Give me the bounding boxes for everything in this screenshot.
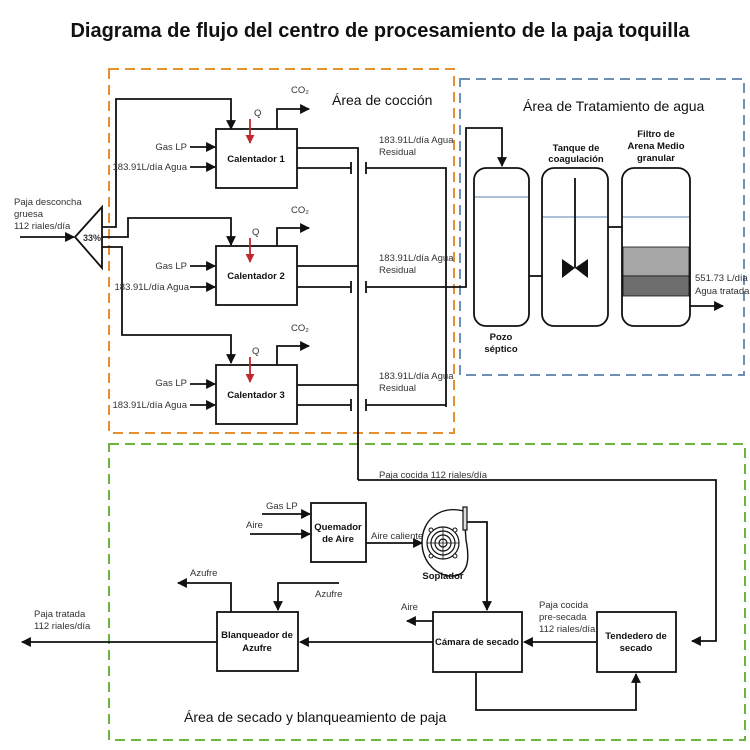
drying-rack: Tendedero de secado <box>596 611 677 673</box>
area-secado-border <box>108 443 746 741</box>
heater-2-co2-arrow <box>276 223 310 246</box>
bleacher-label-line1: Blanqueador de <box>221 630 293 641</box>
splitter-label: 33% <box>83 233 101 243</box>
residual-2-label-line2: Residual <box>379 265 416 276</box>
sulfur-out-label: Azufre <box>190 568 217 579</box>
chamber-air-label: Aire <box>401 602 418 613</box>
septic-tank: Pozo séptico <box>473 167 530 355</box>
sulfur-bleacher: Blanqueador de Azufre <box>216 611 299 672</box>
filter-label-line2: Arena Medio <box>627 141 684 152</box>
heater-1-water-label: 183.91L/día Agua <box>113 162 188 173</box>
feed-line-2 <box>102 217 236 246</box>
sulfur-in-label: Azufre <box>315 589 342 600</box>
heater-2-box <box>215 245 298 306</box>
heater-2-water-label: 183.91L/día Agua <box>115 282 190 293</box>
heater-1: Calentador 1 Gas LP 183.91L/día Agua Q C… <box>113 85 310 189</box>
treated-water-label-line2: Agua tratada <box>695 286 750 297</box>
air-burner: Quemador de Aire Gas LP Aire <box>246 501 367 563</box>
blower-label: Soplador <box>422 571 463 582</box>
heater-3-co2-arrow <box>276 341 310 365</box>
rack-label-line2: secado <box>620 643 653 654</box>
area-coccion-border <box>108 68 455 434</box>
heater-3-gas-label: Gas LP <box>155 378 187 389</box>
blower-to-chamber-arrow <box>467 521 492 611</box>
feed-line-1 <box>102 98 236 228</box>
residual-3-label-line2: Residual <box>379 383 416 394</box>
burner-air-label: Aire <box>246 520 263 531</box>
burner-label-line2: de Aire <box>322 534 354 545</box>
filter-label-line1: Filtro de <box>637 129 674 140</box>
feed-line-3 <box>102 246 236 364</box>
heater-2-q-label: Q <box>252 227 259 238</box>
pre-dried-label-line2: pre-secada <box>539 612 587 623</box>
heater-3-q-label: Q <box>252 346 259 357</box>
filter-gravel-layer <box>622 275 690 297</box>
residual-water-1: 183.91L/día Agua Residual <box>297 135 454 407</box>
rack-label-line1: Tendedero de <box>605 631 667 642</box>
sulfur-out-arrow <box>177 578 232 612</box>
burner-gas-label: Gas LP <box>266 501 298 512</box>
chamber-to-rack-return <box>475 672 641 711</box>
heater-2-label: Calentador 2 <box>227 271 285 282</box>
heater-1-q-label: Q <box>254 108 261 119</box>
heater-3-co2-label: CO₂ <box>291 323 309 334</box>
heater-3-box <box>215 364 298 425</box>
residual-2-label-line1: 183.91L/día Agua <box>379 253 454 264</box>
coagulation-label-line2: coagulación <box>548 154 604 165</box>
residual-1-label-line2: Residual <box>379 147 416 158</box>
blower-icon <box>421 506 469 577</box>
heater-3-label: Calentador 3 <box>227 390 285 401</box>
filter-sand-layer <box>622 246 690 277</box>
drying-chamber: Cámara de secado Aire <box>401 602 523 673</box>
septic-label-line2: séptico <box>484 344 517 355</box>
heater-3-water-label: 183.91L/día Agua <box>113 400 188 411</box>
input-label-line1: Paja desconcha <box>14 197 82 208</box>
septic-label-line1: Pozo <box>490 332 513 343</box>
filter-label-line3: granular <box>637 153 675 164</box>
area-coccion-label: Área de cocción <box>332 92 432 108</box>
cooked-straw-collector-1 <box>297 147 359 480</box>
sulfur-in-arrow <box>273 582 339 611</box>
heater-1-label: Calentador 1 <box>227 154 285 165</box>
heater-1-gas-label: Gas LP <box>155 142 187 153</box>
residual-1-label-line1: 183.91L/día Agua <box>379 135 454 146</box>
chamber-label: Cámara de secado <box>435 637 519 648</box>
pre-dried-label-line3: 112 riales/día <box>539 624 596 635</box>
treated-water-label-line1: 551.73 L/día <box>695 273 749 284</box>
heater-1-co2-arrow <box>276 104 310 129</box>
cooked-straw-line <box>358 479 717 646</box>
residual-water-2: 183.91L/día Agua Residual <box>297 127 507 293</box>
burner-label-line1: Quemador <box>314 522 362 533</box>
residual-water-3: 183.91L/día Agua Residual <box>297 371 454 411</box>
output-label-line1: Paja tratada <box>34 609 86 620</box>
output-label-line2: 112 riales/día <box>34 621 91 632</box>
page-title: Diagrama de flujo del centro de procesam… <box>70 20 690 42</box>
residual-3-label-line1: 183.91L/día Agua <box>379 371 454 382</box>
heater-2: Calentador 2 Gas LP 183.91L/día Agua Q C… <box>115 205 310 306</box>
mixer-blade-left-icon <box>562 259 575 278</box>
area-tratamiento-label: Área de Tratamiento de agua <box>523 98 705 114</box>
coagulation-label-line1: Tanque de <box>553 143 600 154</box>
sand-filter: Filtro de Arena Medio granular <box>621 129 691 327</box>
heater-2-gas-label: Gas LP <box>155 261 187 272</box>
bleacher-label-line2: Azufre <box>242 643 272 654</box>
mixer-blade-right-icon <box>575 259 588 278</box>
input-label-line3: 112 riales/día <box>14 221 71 232</box>
cooked-straw-label: Paja cocida 112 riales/día <box>379 470 488 481</box>
heater-3: Calentador 3 Gas LP 183.91L/día Agua Q C… <box>113 323 310 425</box>
pre-dried-label-line1: Paja cocida <box>539 600 589 611</box>
area-secado-label: Área de secado y blanqueamiento de paja <box>184 709 447 725</box>
heater-1-box <box>215 128 298 189</box>
area-tratamiento-border <box>459 78 745 376</box>
hot-air-label: Aire caliente <box>371 531 423 542</box>
coagulation-tank: Tanque de coagulación <box>541 143 609 327</box>
heater-2-co2-label: CO₂ <box>291 205 309 216</box>
heater-1-co2-label: CO₂ <box>291 85 309 96</box>
input-label-line2: gruesa <box>14 209 44 220</box>
